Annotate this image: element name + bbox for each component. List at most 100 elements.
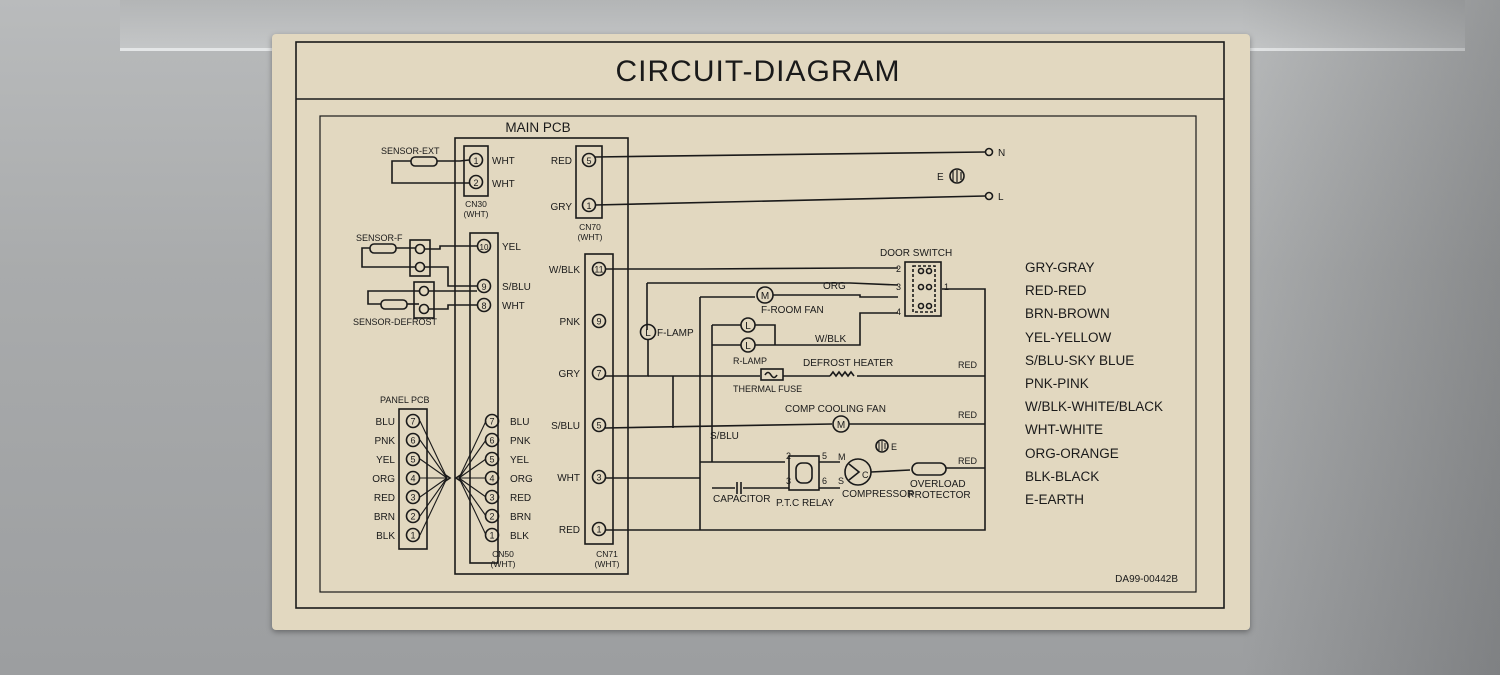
legend-item: W/BLK-WHITE/BLACK [1025, 399, 1164, 415]
cn50-pin-5-num: 5 [489, 455, 494, 465]
panel-pin-7 [405, 413, 421, 429]
diagram-title: CIRCUIT-DIAGRAM [616, 55, 901, 88]
wire-label-red-1: RED [958, 360, 978, 370]
compressor-label: COMPRESSOR [842, 489, 914, 500]
bundle-left-wire [419, 420, 448, 479]
sensor-ext-icon [410, 156, 438, 167]
cn50-pin-4-num: 4 [489, 474, 494, 484]
color-legend: GRY-GRAY RED-RED BRN-BROWN YEL-YELLOW S/… [1025, 256, 1163, 511]
cn50-wire-1: BLK [510, 531, 529, 542]
sensor-f-label: SENSOR-F [356, 233, 403, 243]
diagram-frame [295, 41, 1225, 609]
wire-org [647, 282, 899, 286]
cn71-pin-11-num: 11 [594, 265, 603, 275]
main-pcb-box [454, 137, 629, 575]
cn70-pin-5-num: 5 [586, 156, 591, 166]
wire-label-w-blk: W/BLK [815, 334, 846, 345]
cn30-pin-2 [468, 174, 484, 190]
sensor-pin-8-num: 8 [481, 301, 486, 311]
comp-cooling-fan-m: M [837, 420, 845, 431]
cn50-pin-7-num: 7 [489, 417, 494, 427]
bundle-right-wire [458, 477, 487, 517]
panel-pcb-label: PANEL PCB [380, 395, 430, 405]
cn71-pin-7 [591, 365, 607, 381]
cn71-pin-7-num: 7 [596, 369, 601, 379]
door-switch-pin-1: 1 [944, 282, 949, 292]
cn30-wire-1: WHT [492, 156, 515, 167]
cn71-wire-11: W/BLK [549, 265, 580, 276]
metal-shadow [1240, 0, 1500, 675]
panel-pin-4 [405, 470, 421, 486]
cn30-label: CN30 [465, 199, 487, 209]
thermal-fuse-label: THERMAL FUSE [733, 384, 802, 394]
cn71-pin-3-num: 3 [596, 473, 601, 483]
r-lamp-label: R-LAMP [733, 356, 767, 366]
earth-icon [949, 168, 965, 184]
sensor-pin-10-num: 10 [480, 243, 489, 252]
sensor-pin-9 [476, 278, 492, 294]
bundle-right-wire [458, 477, 487, 536]
comp-pin-s: S [838, 476, 844, 486]
cn50-column [469, 232, 499, 564]
bundle-right-wire [458, 439, 487, 479]
legend-item: WHT-WHITE [1025, 422, 1103, 438]
fan-lamp-l: L [745, 321, 751, 332]
sensor-ext-label: SENSOR-EXT [381, 146, 440, 156]
cn71-pin-5 [591, 417, 607, 433]
bundle-left-wire [419, 477, 448, 498]
panel-wire-5: YEL [376, 455, 395, 466]
panel-pin-5-num: 5 [410, 455, 415, 465]
bundle-left-wire [419, 458, 448, 479]
sensor-f-plug [409, 239, 431, 277]
terminal-n-label: N [998, 148, 1005, 159]
panel-pin-7-num: 7 [410, 417, 415, 427]
legend-item: GRY-GRAY [1025, 260, 1095, 275]
sensor-pin-10 [476, 238, 492, 254]
cn70-tag: (WHT) [577, 232, 602, 242]
cn50-pin-3-num: 3 [489, 493, 494, 503]
cn71-pin-9 [591, 313, 607, 329]
door-switch-box [904, 261, 942, 317]
terminal-l-label: L [998, 192, 1004, 203]
bundle-left-wire [419, 439, 448, 479]
wire-bundle [419, 420, 487, 536]
sensor-defrost-label: SENSOR-DEFROST [353, 317, 438, 327]
cn71-pin-3 [591, 469, 607, 485]
panel-wire-1: BLK [376, 531, 395, 542]
panel-pin-5 [405, 451, 421, 467]
door-switch-pin-4: 4 [896, 307, 901, 317]
cn30-wire-2: WHT [492, 179, 515, 190]
cn50-wire-6: PNK [510, 436, 531, 447]
comp-cooling-fan-label: COMP COOLING FAN [785, 404, 886, 415]
panel-pin-6-num: 6 [410, 436, 415, 446]
cn71-pin-5-num: 5 [596, 421, 601, 431]
compressor-earth-label: E [891, 442, 897, 452]
cn50-wire-4: ORG [510, 474, 533, 485]
cn70-connector [575, 145, 603, 219]
legend-item: ORG-ORANGE [1025, 445, 1119, 461]
cn71-wire-3: WHT [557, 473, 580, 484]
cn71-wire-1: RED [559, 525, 580, 536]
legend-item: RED-RED [1025, 283, 1087, 299]
cn30-pin-1 [468, 152, 484, 168]
cn30-connector [463, 145, 489, 197]
comp-pin-c: C [862, 470, 869, 480]
cn70-pin-5 [581, 152, 597, 168]
cn50-wire-2: BRN [510, 512, 531, 523]
legend-item: YEL-YELLOW [1025, 329, 1112, 345]
sensor-f-icon [369, 243, 397, 254]
comp-pin-m: M [838, 452, 846, 462]
panel-pin-2 [405, 508, 421, 524]
panel-pin-3 [405, 489, 421, 505]
cn71-pin-1-num: 1 [596, 525, 601, 535]
wire-label-org: ORG [823, 281, 846, 292]
cn70-wire-5: RED [551, 156, 572, 167]
cn71-pin-1 [591, 521, 607, 537]
cn30-pin-2-num: 2 [473, 178, 478, 188]
wire-label-red-3: RED [958, 456, 978, 466]
sensor-ext-wire-a [437, 159, 470, 162]
panel-wire-4: ORG [372, 474, 395, 485]
f-room-fan-m: M [761, 291, 769, 302]
